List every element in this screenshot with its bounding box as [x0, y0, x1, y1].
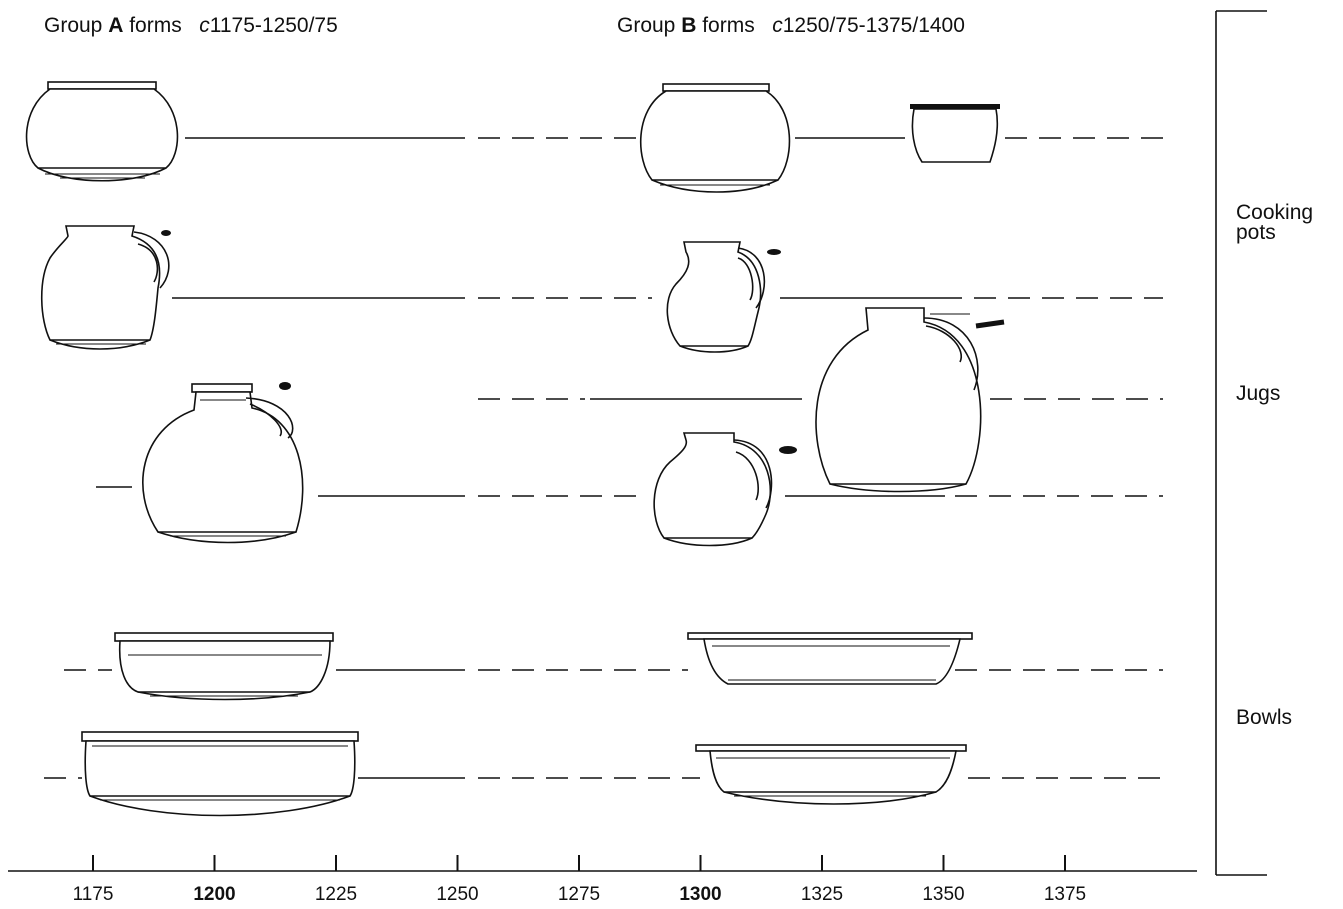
- group-a-header: Group A forms c1175-1250/75: [44, 14, 338, 38]
- group-b-cooking-pot-small: [910, 104, 1000, 163]
- category-jugs: Jugs: [1236, 382, 1281, 405]
- time-axis: [8, 855, 1197, 872]
- group-a-prefix: Group: [44, 14, 109, 37]
- category-cooking-pots: Cooking pots: [1236, 201, 1314, 244]
- group-b-jug-large: [815, 307, 1005, 493]
- group-b-bowl-1: [687, 632, 973, 685]
- group-a-bowl-2: [81, 731, 359, 817]
- axis-tick-label: 1325: [800, 884, 844, 905]
- group-a-bowl-1: [114, 632, 334, 701]
- group-a-letter: A: [108, 14, 124, 37]
- axis-tick-label: 1225: [314, 884, 358, 905]
- axis-tick-label: 1275: [557, 884, 601, 905]
- group-b-jug-small-2: [653, 432, 797, 547]
- axis-tick-label: 1300: [679, 884, 722, 905]
- group-a-jug-large: [142, 382, 304, 544]
- group-b-letter: B: [681, 14, 697, 37]
- group-b-bowl-2: [695, 744, 967, 805]
- group-b-cooking-pot-large: [639, 83, 791, 193]
- group-a-cooking-pot: [25, 81, 179, 182]
- axis-tick-label: 1350: [922, 884, 965, 905]
- category-cooking-pots-line1: Cooking: [1236, 201, 1314, 224]
- group-a-jug-small: [40, 225, 171, 350]
- category-cooking-pots-line2: pots: [1236, 221, 1276, 244]
- group-b-header: Group B forms c1250/75-1375/1400: [617, 14, 965, 38]
- category-bowls: Bowls: [1236, 706, 1293, 729]
- category-bracket: [1215, 10, 1267, 876]
- axis-tick-label: 1250: [436, 884, 479, 905]
- group-b-date: 1250/75-1375/1400: [782, 14, 965, 37]
- group-a-suffix: forms: [123, 14, 182, 37]
- group-b-suffix: forms: [696, 14, 755, 37]
- axis-tick-label: 1175: [72, 884, 114, 905]
- group-a-date: 1175-1250/75: [209, 14, 338, 37]
- group-b-prefix: Group: [617, 14, 682, 37]
- axis-tick-label: 1200: [193, 884, 236, 905]
- group-a-circa: c: [199, 14, 210, 37]
- range-line-jug-3: [96, 486, 1163, 497]
- axis-tick-label: 1375: [1043, 884, 1087, 905]
- group-b-circa: c: [772, 14, 783, 37]
- group-b-jug-small-1: [666, 241, 781, 353]
